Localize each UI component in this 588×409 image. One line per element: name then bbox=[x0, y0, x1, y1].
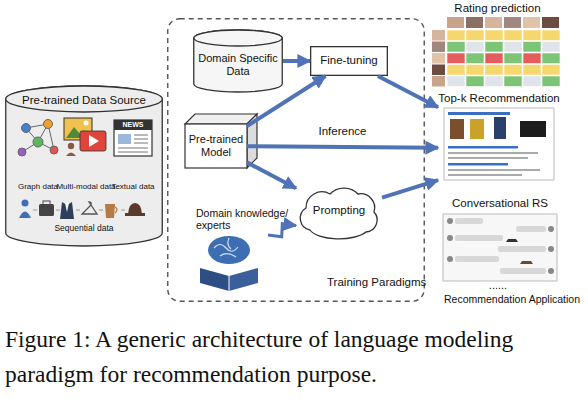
node-label: Domain knowledge/ experts bbox=[196, 207, 300, 231]
lightning-arrow bbox=[268, 224, 296, 237]
process-box: Fine-tuning bbox=[310, 46, 388, 76]
group-label: Recommendation Application bbox=[436, 293, 588, 305]
node-label: Prompting bbox=[296, 204, 382, 217]
node-label: Pre-trained Model bbox=[186, 133, 246, 158]
topk-screenshot bbox=[444, 108, 554, 180]
training-paradigms-group: Domain Specific Data Fine-tuningPre-train… bbox=[167, 18, 425, 302]
database-cylinder: Domain Specific Data bbox=[193, 30, 283, 92]
rating-matrix bbox=[432, 17, 560, 87]
node-label: Textual data bbox=[109, 182, 157, 191]
model-cube: Pre-trained Model bbox=[185, 124, 247, 168]
knowledge-icon: Domain knowledge/ experts bbox=[182, 207, 268, 292]
prompt-cloud: Prompting bbox=[296, 186, 382, 236]
node-label: Multi-modal data bbox=[53, 182, 119, 191]
figure-caption: Figure 1: A generic architecture of lang… bbox=[5, 322, 585, 393]
flow-arrow bbox=[283, 59, 310, 63]
flow-arrow bbox=[247, 162, 296, 188]
edge-label: Inference bbox=[319, 125, 367, 138]
icon-text: NEWS bbox=[114, 121, 152, 129]
node-label: Fine-tuning bbox=[310, 54, 388, 67]
application-panel: Conversational RS bbox=[440, 197, 560, 283]
node-label: Domain Specific Data bbox=[198, 52, 278, 77]
flow-arrow bbox=[247, 146, 438, 148]
data-source-cylinder: Pre-trained Data SourceGraph dataMulti-m… bbox=[5, 86, 163, 246]
training-paradigms-group-outline bbox=[167, 18, 425, 302]
book-brain-icon bbox=[200, 236, 258, 291]
node-label: Sequential data bbox=[34, 224, 134, 234]
application-panel: Top-k Recommendation bbox=[438, 92, 560, 182]
chat-screenshot bbox=[443, 214, 557, 281]
application-panel: Rating prediction bbox=[430, 2, 565, 90]
ellipsis-label: ...... bbox=[478, 279, 518, 292]
node-label: Rating prediction bbox=[430, 2, 565, 15]
data-source-cylinder-outline bbox=[5, 86, 163, 246]
flow-arrow bbox=[378, 76, 438, 107]
node-label: Pre-trained Data Source bbox=[5, 94, 163, 107]
node-label: Top-k Recommendation bbox=[438, 92, 560, 105]
node-label: Graph data bbox=[13, 182, 63, 191]
node-label: Training Paradigms bbox=[327, 276, 423, 289]
flow-arrow bbox=[382, 180, 438, 197]
node-label: Conversational RS bbox=[440, 197, 560, 210]
